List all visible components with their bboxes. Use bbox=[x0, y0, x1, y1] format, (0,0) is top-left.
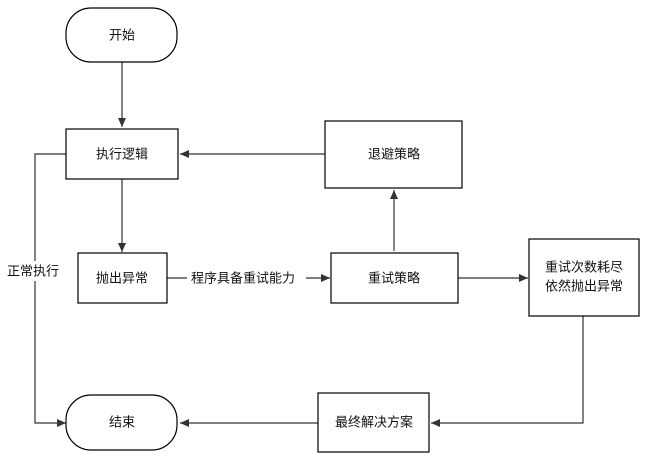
node-retries-exhausted-line2: 依然抛出异常 bbox=[545, 279, 623, 295]
node-final-solution-label: 最终解决方案 bbox=[335, 415, 413, 431]
edge-exhausted-to-final bbox=[431, 316, 584, 427]
node-execute-logic-label: 执行逻辑 bbox=[96, 148, 148, 163]
node-throw-exception: 抛出异常 bbox=[77, 252, 168, 304]
node-throw-exception-label: 抛出异常 bbox=[96, 272, 148, 287]
edge-execute-to-end-normal bbox=[34, 153, 66, 427]
edge-label-bg-retry-capable bbox=[187, 268, 306, 288]
node-start-label: 开始 bbox=[109, 29, 135, 44]
node-end: 结束 bbox=[65, 394, 178, 451]
node-end-label: 结束 bbox=[109, 416, 135, 431]
node-backoff-strategy-label: 退避策略 bbox=[368, 147, 420, 163]
node-final-solution: 最终解决方案 bbox=[317, 392, 430, 453]
node-retries-exhausted: 重试次数耗尽 依然抛出异常 bbox=[528, 238, 640, 317]
node-retry-strategy-label: 重试策略 bbox=[368, 271, 420, 287]
edge-label-bg-normal-exec bbox=[5, 261, 67, 281]
node-retry-strategy: 重试策略 bbox=[330, 252, 459, 304]
node-execute-logic: 执行逻辑 bbox=[65, 128, 179, 180]
node-start: 开始 bbox=[65, 7, 178, 63]
node-backoff-strategy: 退避策略 bbox=[324, 120, 463, 189]
node-retries-exhausted-line1: 重试次数耗尽 bbox=[545, 260, 623, 276]
edge-label-normal-exec: 正常执行 bbox=[7, 265, 59, 280]
edge-label-retry-capable: 程序具备重试能力 bbox=[191, 271, 295, 287]
